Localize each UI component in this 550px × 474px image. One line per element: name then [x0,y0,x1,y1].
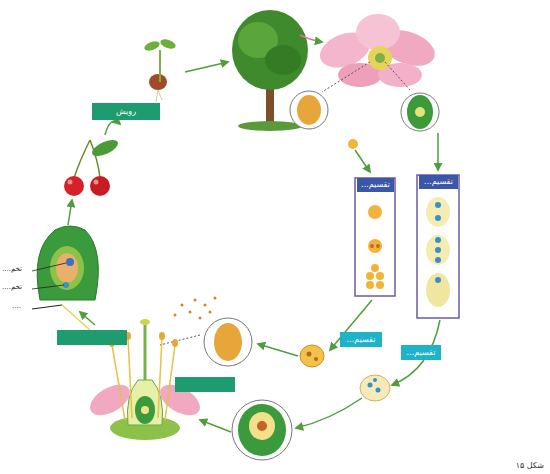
label-box: رویش [92,103,160,120]
part-label: تخم.... [2,265,22,273]
box-text: تقسیم... [343,333,379,346]
figure-caption: شکل ۱۵ [516,461,544,470]
blank-label-box [57,330,127,345]
label-box: تقسیم... [340,332,382,347]
part-label: تخم.... [2,283,22,291]
seedling [143,38,177,102]
cherries [64,137,120,196]
box-text: تقسیم... [360,179,391,191]
box-text: تقسیم... [404,346,438,359]
box-text: تقسیم... [422,176,455,188]
blank-label-box [175,377,235,392]
label-box: تقسیم... [357,178,394,192]
part-label: .... [12,302,21,310]
label-box: تقسیم... [419,175,458,189]
box-text: رویش [95,104,157,119]
label-box: تقسیم... [401,345,441,360]
flower [315,14,440,87]
